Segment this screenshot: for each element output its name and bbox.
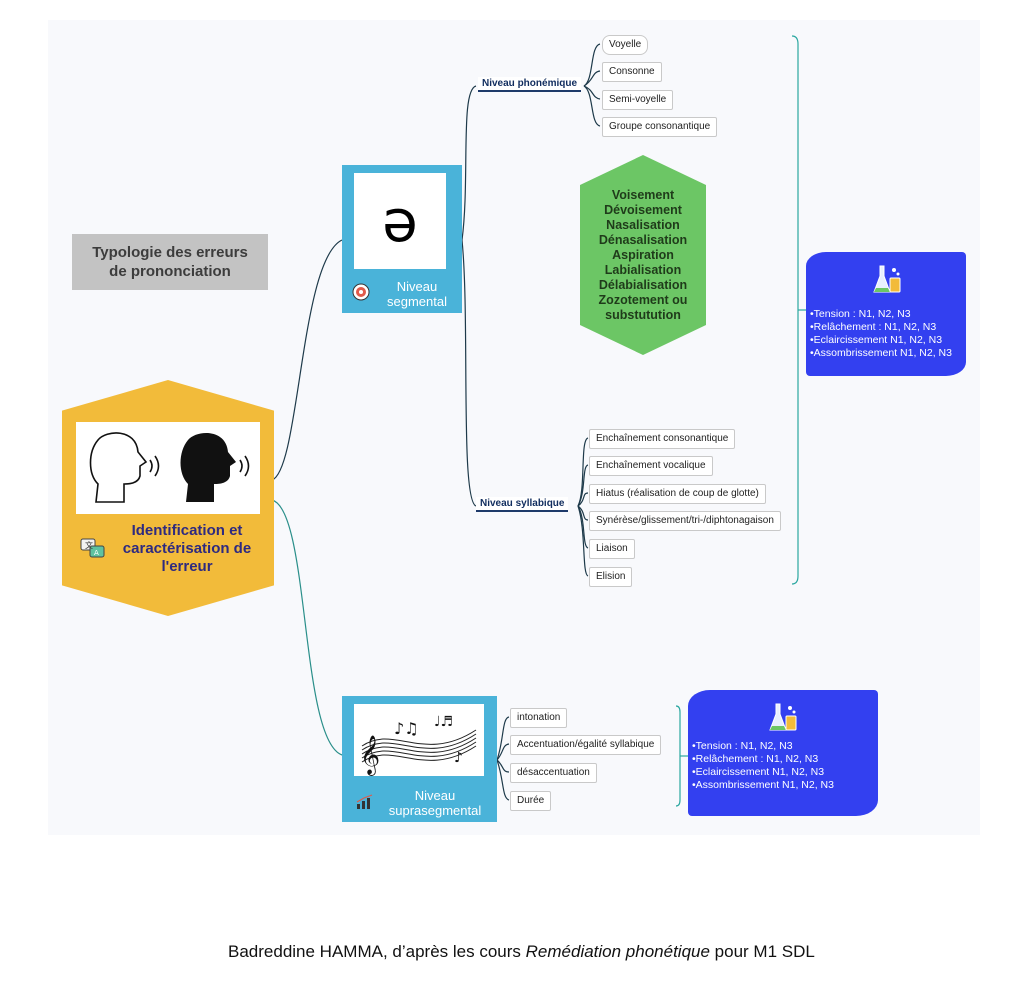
feature-item: Dénasalisation bbox=[598, 232, 688, 247]
title-line-1: Typologie des erreurs bbox=[92, 244, 248, 261]
features-hexagon[interactable]: Voisement Dévoisement Nasalisation Dénas… bbox=[580, 155, 706, 355]
suprasegmental-label-line-1: Niveau bbox=[414, 788, 456, 803]
leaf-enchainement-consonantique[interactable]: Enchaînement consonantique bbox=[589, 429, 736, 449]
suprasegmental-label: Niveau suprasegmental bbox=[378, 788, 492, 818]
segmental-label: Niveau segmental bbox=[372, 279, 462, 309]
articulation-item: •Relâchement : N1, N2, N3 bbox=[692, 753, 819, 765]
segmental-card[interactable]: ə Niveau segmental bbox=[342, 165, 462, 313]
lab-flask-icon bbox=[872, 262, 902, 300]
feature-item: substutution bbox=[605, 307, 681, 322]
music-notes-image: 𝄞 ♪♫ ♩♬ ♪ bbox=[354, 704, 484, 776]
feature-item: Dévoisement bbox=[604, 202, 682, 217]
niveau-phonemique-node[interactable]: Niveau phonémique bbox=[478, 77, 582, 92]
feature-item: Voisement bbox=[611, 187, 675, 202]
svg-text:文: 文 bbox=[85, 540, 93, 550]
articulation-item: •Assombrissement N1, N2, N3 bbox=[810, 347, 952, 359]
leaf-voyelle[interactable]: Voyelle bbox=[602, 35, 649, 55]
schwa-symbol: ə bbox=[382, 187, 418, 255]
root-label: Identification et caractérisation de l'e… bbox=[108, 522, 266, 576]
leaf-enchainement-vocalique[interactable]: Enchaînement vocalique bbox=[589, 456, 713, 476]
articulation-list-2: •Tension : N1, N2, N3 •Relâchement : N1,… bbox=[692, 740, 834, 792]
root-image-panel bbox=[76, 422, 260, 514]
root-label-line-2: caractérisation de bbox=[122, 540, 252, 557]
leaf-semi-voyelle[interactable]: Semi-voyelle bbox=[602, 90, 674, 110]
leaf-elision[interactable]: Elision bbox=[589, 567, 633, 587]
feature-item: Délabialisation bbox=[598, 277, 688, 292]
leaf-consonne[interactable]: Consonne bbox=[602, 62, 662, 82]
svg-text:♩♬: ♩♬ bbox=[434, 714, 453, 730]
root-label-line-3: l'erreur bbox=[161, 558, 213, 575]
articulation-item: •Eclaircissement N1, N2, N3 bbox=[692, 766, 825, 778]
lab-flask-icon bbox=[768, 700, 798, 738]
articulation-box-1[interactable]: •Tension : N1, N2, N3 •Relâchement : N1,… bbox=[806, 252, 966, 376]
niveau-syllabique-node[interactable]: Niveau syllabique bbox=[476, 497, 569, 512]
leaf-desaccentuation[interactable]: désaccentuation bbox=[510, 763, 597, 783]
suprasegmental-card[interactable]: 𝄞 ♪♫ ♩♬ ♪ Niveau suprasegmental bbox=[342, 696, 497, 822]
growth-chart-icon bbox=[356, 794, 374, 815]
articulation-item: •Tension : N1, N2, N3 bbox=[692, 740, 793, 752]
segmental-label-line-1: Niveau bbox=[396, 279, 438, 294]
translate-icon: 文 A bbox=[80, 538, 106, 565]
target-icon bbox=[352, 283, 370, 306]
caption-course-title: Remédiation phonétique bbox=[525, 942, 710, 961]
leaf-accentuation[interactable]: Accentuation/égalité syllabique bbox=[510, 735, 662, 755]
root-label-line-1: Identification et bbox=[131, 522, 243, 539]
leaf-liaison[interactable]: Liaison bbox=[589, 539, 635, 559]
leaf-syneres[interactable]: Synérèse/glissement/tri-/diphtonagaison bbox=[589, 511, 781, 531]
articulation-item: •Relâchement : N1, N2, N3 bbox=[810, 321, 937, 333]
feature-item: Zozotement ou bbox=[598, 292, 688, 307]
svg-text:𝄞: 𝄞 bbox=[360, 735, 380, 776]
articulation-box-2[interactable]: •Tension : N1, N2, N3 •Relâchement : N1,… bbox=[688, 690, 878, 816]
title-line-2: de prononciation bbox=[109, 263, 231, 280]
svg-text:A: A bbox=[94, 549, 99, 557]
articulation-list-1: •Tension : N1, N2, N3 •Relâchement : N1,… bbox=[810, 308, 952, 360]
segmental-image: ə bbox=[354, 173, 446, 269]
caption: Badreddine HAMMA, d’après les cours Remé… bbox=[228, 942, 815, 962]
leaf-hiatus[interactable]: Hiatus (réalisation de coup de glotte) bbox=[589, 484, 766, 504]
leaf-groupe-consonantique[interactable]: Groupe consonantique bbox=[602, 117, 718, 137]
feature-item: Nasalisation bbox=[606, 217, 680, 232]
svg-text:♪♫: ♪♫ bbox=[394, 719, 419, 738]
feature-item: Labialisation bbox=[604, 262, 682, 277]
caption-text: Badreddine HAMMA, d’après les cours bbox=[228, 942, 526, 961]
speaking-heads-icon bbox=[89, 432, 250, 503]
articulation-item: •Eclaircissement N1, N2, N3 bbox=[810, 334, 943, 346]
title-box: Typologie des erreurs de prononciation bbox=[72, 234, 268, 290]
articulation-item: •Tension : N1, N2, N3 bbox=[810, 308, 911, 320]
suprasegmental-label-line-2: suprasegmental bbox=[388, 803, 482, 818]
caption-text-end: pour M1 SDL bbox=[709, 942, 815, 961]
feature-item: Aspiration bbox=[612, 247, 674, 262]
music-notes-icon: 𝄞 ♪♫ ♩♬ ♪ bbox=[360, 714, 477, 776]
articulation-item: •Assombrissement N1, N2, N3 bbox=[692, 779, 834, 791]
leaf-duree[interactable]: Durée bbox=[510, 791, 552, 811]
svg-text:♪: ♪ bbox=[454, 750, 463, 766]
segmental-label-line-2: segmental bbox=[387, 294, 447, 309]
leaf-intonation[interactable]: intonation bbox=[510, 708, 568, 728]
